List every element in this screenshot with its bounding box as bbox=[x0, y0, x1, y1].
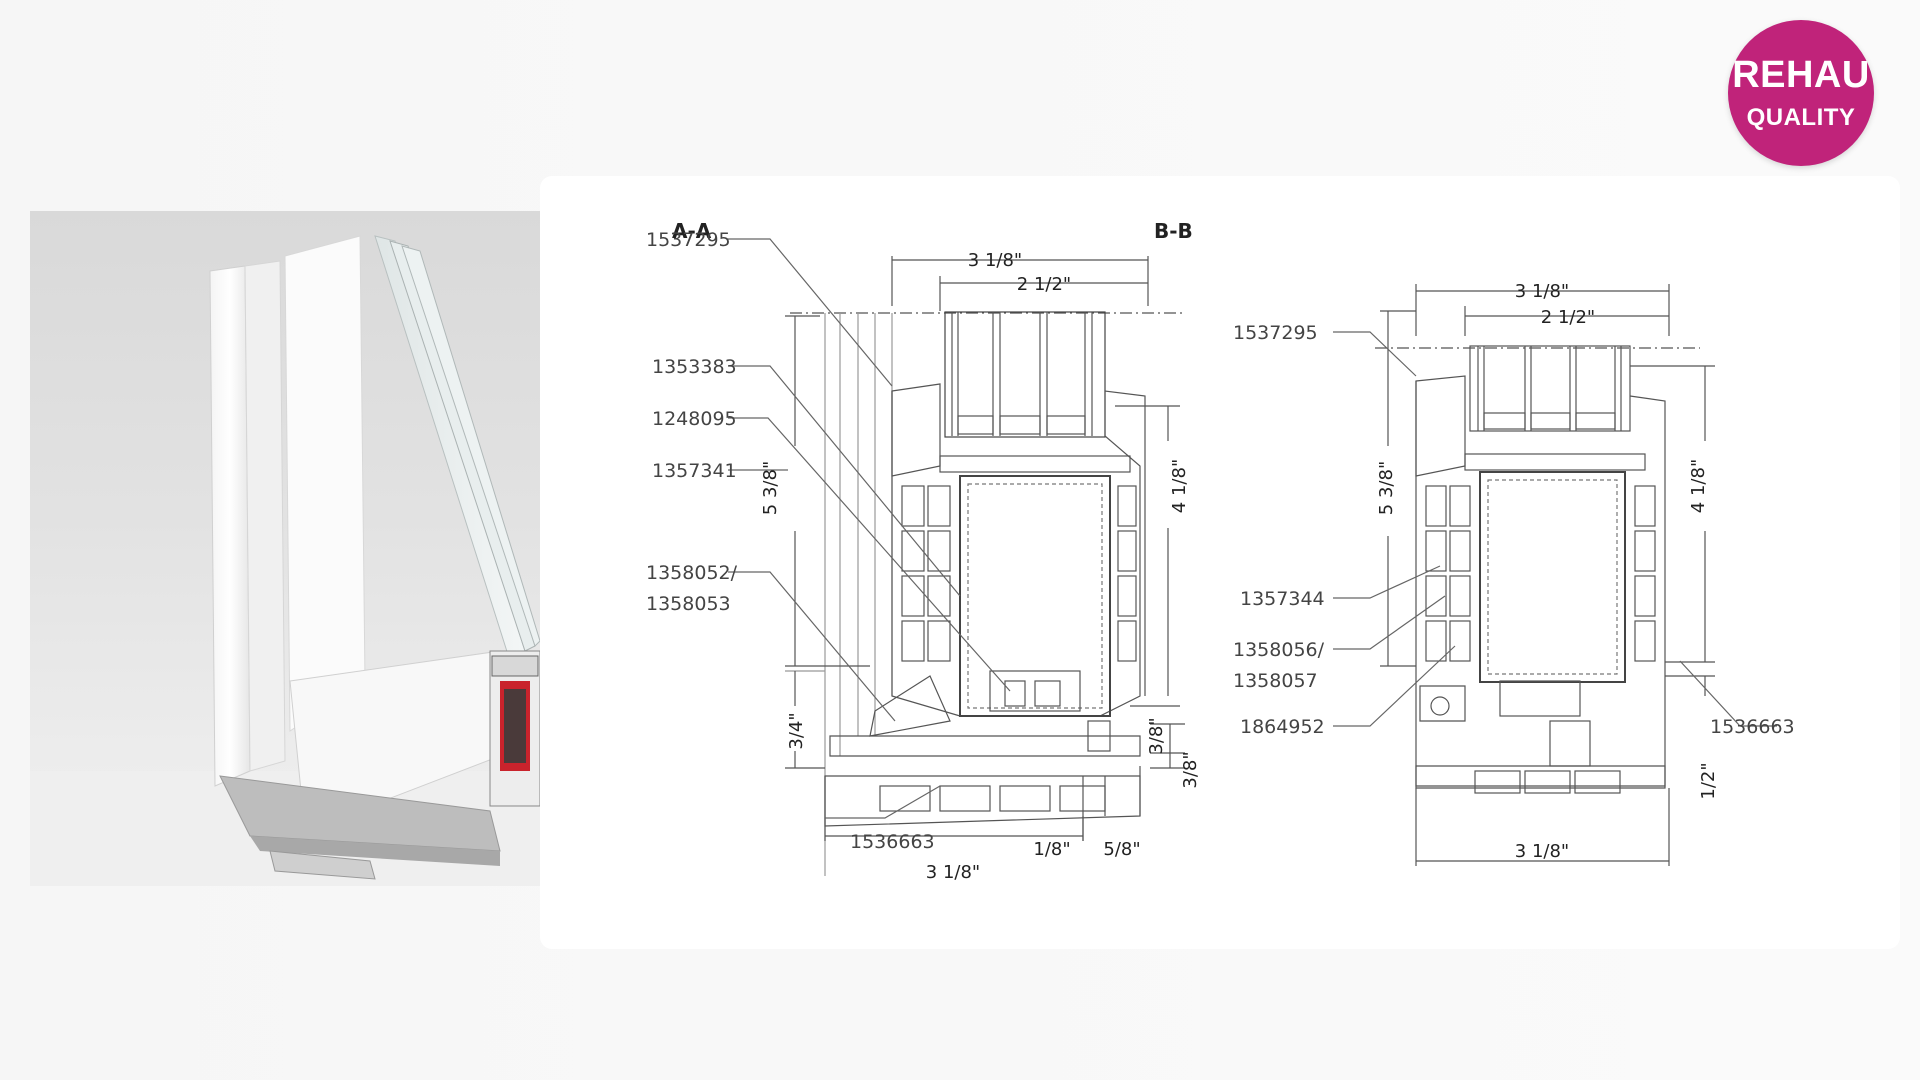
aa-part-1353383: 1353383 bbox=[652, 356, 737, 378]
bb-part-1358057: 1358057 bbox=[1233, 670, 1318, 692]
section-aa-title: A-A bbox=[672, 219, 712, 243]
aa-dim-bottom-right: 5/8" bbox=[1103, 839, 1140, 860]
bb-part-1358056: 1358056/ bbox=[1233, 639, 1325, 661]
aa-dim-right-height: 4 1/8" bbox=[1169, 459, 1190, 513]
bb-dim-right-small: 1/2" bbox=[1698, 762, 1719, 799]
bb-dim-top-outer: 3 1/8" bbox=[1515, 281, 1569, 302]
bb-part-1537295: 1537295 bbox=[1233, 322, 1318, 344]
aa-part-1358053: 1358053 bbox=[646, 593, 731, 615]
aa-part-1358052: 1358052/ bbox=[646, 562, 738, 584]
aa-dim-right-small-2: 3/8" bbox=[1180, 751, 1201, 788]
aa-part-1537295: 1537295 bbox=[646, 229, 731, 251]
bb-dim-bottom-total: 3 1/8" bbox=[1515, 841, 1569, 862]
bb-dim-right-height: 4 1/8" bbox=[1688, 459, 1709, 513]
aa-dim-top-inner: 2 1/2" bbox=[1017, 274, 1071, 295]
aa-part-1357341: 1357341 bbox=[652, 460, 737, 482]
aa-part-1248095: 1248095 bbox=[652, 408, 737, 430]
aa-dim-right-small-1: 3/8" bbox=[1146, 717, 1167, 754]
product-photo bbox=[30, 211, 540, 886]
bb-dim-left-height: 5 3/8" bbox=[1376, 461, 1397, 515]
technical-drawing-card: A-A 1537295 1353383 1248095 1357341 1358… bbox=[540, 176, 1900, 949]
aa-dim-bottom-left: 1/8" bbox=[1033, 839, 1070, 860]
aa-dim-left-height: 5 3/8" bbox=[760, 461, 781, 515]
section-drawing: A-A 1537295 1353383 1248095 1357341 1358… bbox=[646, 219, 1795, 883]
aa-dim-left-sill: 3/4" bbox=[786, 712, 807, 749]
aa-part-1536663: 1536663 bbox=[850, 831, 935, 853]
bb-part-1536663: 1536663 bbox=[1710, 716, 1795, 738]
bb-dim-top-inner: 2 1/2" bbox=[1541, 307, 1595, 328]
bb-part-1864952: 1864952 bbox=[1240, 716, 1325, 738]
aa-dim-bottom-total: 3 1/8" bbox=[926, 862, 980, 883]
rehau-quality-badge: REHAU QUALITY bbox=[1728, 20, 1874, 166]
bb-part-1357344: 1357344 bbox=[1240, 588, 1325, 610]
aa-dim-top-outer: 3 1/8" bbox=[968, 250, 1022, 271]
badge-brand: REHAU bbox=[1732, 54, 1870, 96]
door-sill-cutaway-image bbox=[30, 235, 540, 886]
section-bb-title: B-B bbox=[1154, 219, 1193, 243]
badge-subtitle: QUALITY bbox=[1746, 104, 1856, 131]
